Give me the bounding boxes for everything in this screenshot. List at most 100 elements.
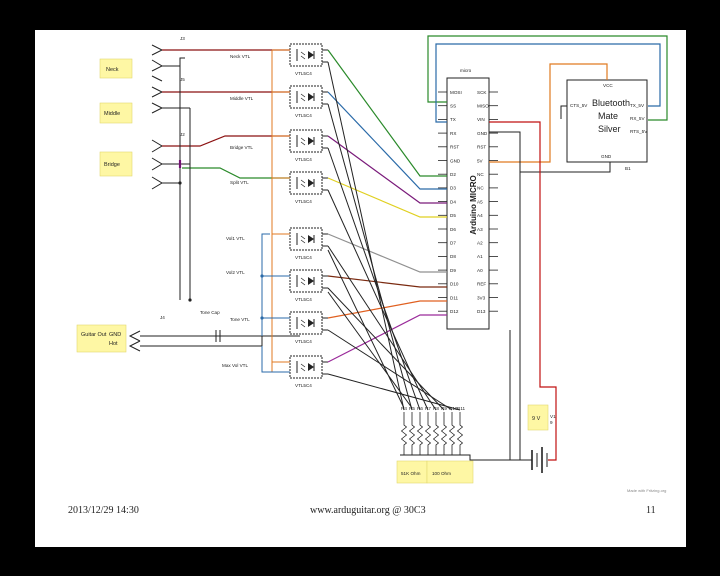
arduino-right-pin-label: RST — [477, 145, 486, 150]
wire-d10 — [327, 275, 447, 288]
vtl-part-label: VTL5C4 — [295, 157, 312, 162]
battery-9v — [527, 404, 549, 473]
arduino-left-pin-label: D3 — [450, 186, 456, 191]
svg-text:RTS_5V: RTS_5V — [630, 129, 648, 134]
svg-text:100 Ohm: 100 Ohm — [432, 471, 451, 476]
arduino-left-pin-label: TX — [450, 117, 456, 122]
resistor-r9: R9 — [440, 406, 447, 455]
svg-text:B1: B1 — [625, 166, 631, 171]
resistor-r6: R6 — [416, 406, 423, 455]
arduino-left-pin-label: D4 — [450, 199, 456, 204]
resistor-r4: R4 — [400, 406, 407, 455]
wire-rx — [435, 43, 661, 123]
arduino-left-pin-label: D6 — [450, 227, 456, 232]
arduino-right-pin-label: A3 — [477, 227, 483, 232]
resistor-label: R6 — [417, 406, 423, 411]
arduino-micro: micro Arduino MICRO MOSISSTXRXRSTGNDD2D3… — [438, 68, 498, 330]
arduino-left-pin-label: D7 — [450, 241, 456, 246]
tone-cap-label: Tone Cap — [200, 310, 220, 315]
arduino-right-pin-label: A4 — [477, 213, 483, 218]
arduino-right-pin-label: A2 — [477, 241, 483, 246]
bt-title-1: Bluetooth — [592, 98, 630, 108]
split-wire — [182, 167, 290, 179]
arduino-right-pin-label: NC — [477, 186, 484, 191]
arduino-left-pin-label: MOSI — [450, 90, 462, 95]
arduino-left-pin-label: RST — [450, 145, 459, 150]
wire-5v — [489, 63, 608, 163]
vtl-label-maxvol: Max Vol VTL — [222, 363, 248, 368]
jack-j4 — [128, 330, 300, 352]
vtl-label-vol2: Vol2 VTL — [226, 270, 245, 275]
resistor-r7: R7 — [424, 406, 431, 455]
vtl-part-label: VTL5C4 — [295, 339, 312, 344]
vtl-part-label: VTL5C4 — [295, 71, 312, 76]
arduino-right-pins: SCKMISOVINGNDRST5VNCNCA5A4A3A2A1A0REF3V3… — [477, 90, 498, 314]
arduino-right-pin-label: 5V — [477, 158, 484, 163]
vtl-part-label: VTL5C4 — [295, 297, 312, 302]
svg-text:Bridge: Bridge — [104, 162, 120, 168]
bluetooth-module: Bluetooth Mate Silver VCC GND CTS_5V TX_… — [566, 79, 648, 171]
arduino-left-pin-label: SS — [450, 104, 456, 109]
arduino-left-pin-label: D2 — [450, 172, 456, 177]
svg-text:RX_5V: RX_5V — [630, 116, 645, 121]
wire-d5 — [327, 177, 447, 218]
vtl-part-label: VTL5C4 — [295, 199, 312, 204]
ground-bus — [179, 58, 191, 300]
vtl-label-middle: Middle VTL — [230, 96, 254, 101]
resistor-label: R11 — [457, 406, 466, 411]
arduino-right-pin-label: MISO — [477, 104, 489, 109]
arduino-right-pin-label: NC — [477, 172, 484, 177]
jack-j3-label: J3 — [180, 36, 185, 41]
bt-title-3: Silver — [598, 124, 621, 134]
resistor-value-51k: 51K Ohm — [396, 460, 428, 484]
svg-text:Middle: Middle — [104, 111, 120, 117]
vtl-group: VTL5C4VTL5C4VTL5C4VTL5C4VTL5C4VTL5C4VTL5… — [289, 43, 328, 388]
arduino-left-pin-label: D11 — [450, 295, 459, 300]
vtl-neck: VTL5C4 — [289, 43, 328, 76]
arduino-right-pin-label: VIN — [477, 117, 485, 122]
jack-j2 — [151, 139, 190, 190]
wire-d9 — [327, 233, 447, 273]
vtl-label-vol1: Vol1 VTL — [226, 236, 245, 241]
svg-text:VCC: VCC — [603, 83, 613, 88]
vtl-maxvol: VTL5C4 — [289, 355, 328, 388]
vtl-supply-bus — [271, 49, 290, 372]
resistor-r11: R11 — [456, 406, 466, 455]
vtl-part-label: VTL5C4 — [295, 383, 312, 388]
bridge-wire — [162, 135, 290, 147]
resistor-label: R8 — [433, 406, 439, 411]
wire-d11 — [327, 300, 447, 319]
svg-text:TX_5V: TX_5V — [630, 103, 645, 108]
vtl-vol1: VTL5C4 — [289, 227, 328, 260]
resistor-r5: R5 — [408, 406, 415, 455]
fritzing-watermark: Made with Fritzing.org — [627, 488, 666, 493]
svg-text:Guitar Out: Guitar Out — [81, 332, 107, 338]
arduino-right-pin-label: D13 — [477, 309, 486, 314]
label-middle: Middle — [99, 102, 133, 124]
battery-label: 9 V — [532, 416, 541, 422]
arduino-left-pin-label: RX — [450, 131, 456, 136]
arduino-right-pin-label: 3V3 — [477, 295, 486, 300]
vtl-vol2: VTL5C4 — [289, 269, 328, 302]
wire-d4 — [327, 135, 447, 204]
vtl-split: VTL5C4 — [289, 171, 328, 204]
resistor-label: R10 — [449, 406, 458, 411]
wire-fan — [327, 61, 461, 411]
jack-j2-label: J2 — [180, 132, 185, 137]
label-guitar-out: Guitar Out GND Hot — [76, 324, 127, 353]
svg-text:GND: GND — [109, 332, 121, 338]
resistor-r10: R10 — [448, 406, 458, 455]
arduino-name: Arduino MICRO — [469, 175, 478, 235]
svg-text:Neck: Neck — [106, 67, 119, 73]
resistor-label: R5 — [409, 406, 415, 411]
svg-text:CTS_5V: CTS_5V — [570, 103, 588, 108]
vtl-part-label: VTL5C4 — [295, 255, 312, 260]
wire-vin — [489, 121, 557, 461]
wire-d12 — [327, 314, 447, 363]
arduino-right-pin-label: SCK — [477, 90, 487, 95]
jack-j5-label: J5 — [180, 77, 185, 82]
vtl-blue-bus — [261, 233, 290, 373]
resistor-value-100: 100 Ohm — [426, 460, 474, 484]
